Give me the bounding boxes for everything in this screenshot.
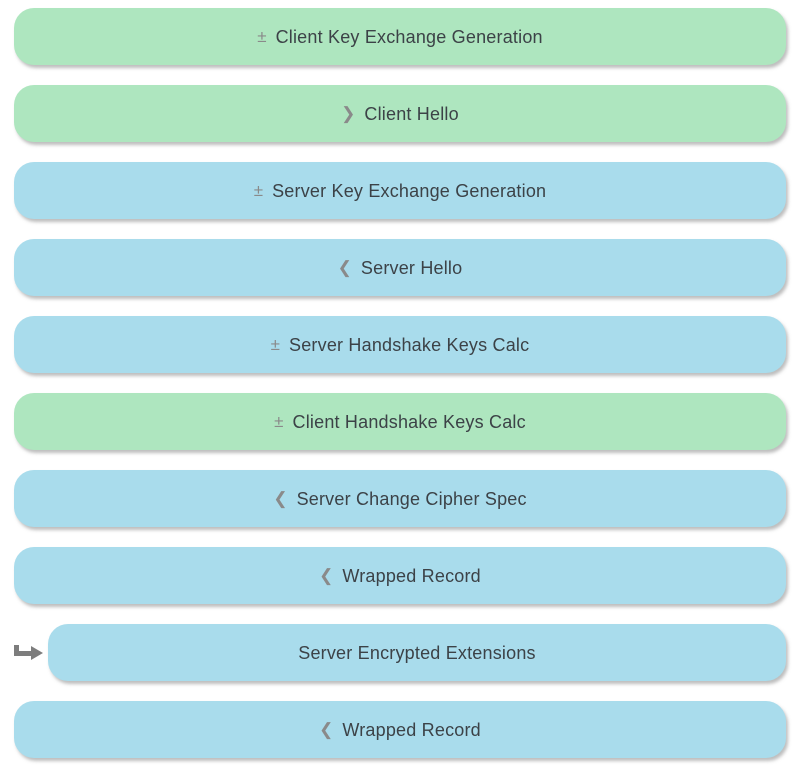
record-row: ❮ Wrapped Record [14,701,786,758]
record-client-hello[interactable]: ❯ Client Hello [14,85,786,142]
chevron-left-icon: ❮ [273,489,288,508]
record-server-handshake-keys-calc[interactable]: ± Server Handshake Keys Calc [14,316,786,373]
plus-minus-icon: ± [270,335,281,354]
record-label: Server Change Cipher Spec [296,488,527,509]
record-label: Server Hello [360,257,463,278]
plus-minus-icon: ± [253,181,264,200]
current-record-arrow-icon [14,642,44,664]
record-label: Server Handshake Keys Calc [289,334,530,355]
chevron-left-icon: ❮ [319,720,334,739]
record-label: Client Handshake Keys Calc [292,411,526,432]
record-row: ❮ Server Hello [14,239,786,296]
record-server-key-exchange-generation[interactable]: ± Server Key Exchange Generation [14,162,786,219]
record-row: ± Client Handshake Keys Calc [14,393,786,450]
record-server-hello[interactable]: ❮ Server Hello [14,239,786,296]
chevron-right-icon: ❯ [341,104,356,123]
chevron-left-icon: ❮ [337,258,352,277]
record-row: ± Client Key Exchange Generation [14,8,786,65]
record-client-handshake-keys-calc[interactable]: ± Client Handshake Keys Calc [14,393,786,450]
record-server-change-cipher-spec[interactable]: ❮ Server Change Cipher Spec [14,470,786,527]
record-wrapped-record[interactable]: ❮ Wrapped Record [14,701,786,758]
record-row: ❮ Server Change Cipher Spec [14,470,786,527]
record-label: Client Key Exchange Generation [275,26,543,47]
plus-minus-icon: ± [274,412,284,431]
chevron-left-icon: ❮ [319,566,334,585]
record-label: Wrapped Record [342,719,481,740]
record-row: ± Server Handshake Keys Calc [14,316,786,373]
record-client-key-exchange-generation[interactable]: ± Client Key Exchange Generation [14,8,786,65]
record-label: Server Encrypted Extensions [298,642,536,663]
record-label: Server Key Exchange Generation [272,180,547,201]
record-server-encrypted-extensions[interactable]: Server Encrypted Extensions [48,624,786,681]
plus-minus-icon: ± [257,27,267,46]
record-wrapped-record[interactable]: ❮ Wrapped Record [14,547,786,604]
record-label: Wrapped Record [342,565,481,586]
record-row: ❮ Wrapped Record [14,547,786,604]
record-label: Client Hello [364,103,459,124]
record-row: ± Server Key Exchange Generation [14,162,786,219]
record-row: Server Encrypted Extensions [14,624,786,681]
record-row: ❯ Client Hello [14,85,786,142]
